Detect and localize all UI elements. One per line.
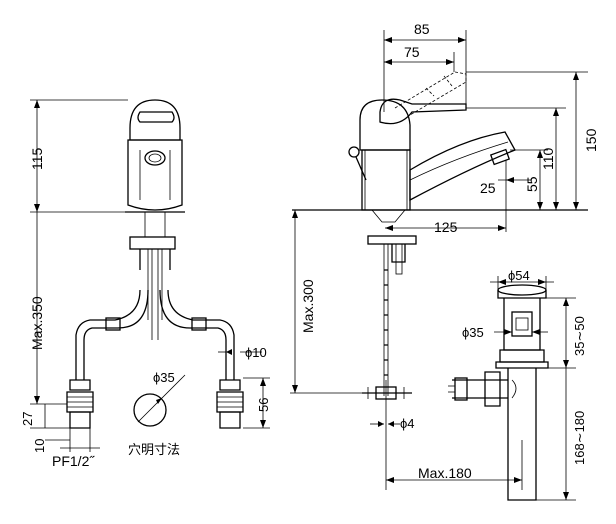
dim-phi4: ϕ4 xyxy=(400,416,415,431)
dim-pf-thread: PF1/2˝ xyxy=(52,453,95,469)
dim-115: 115 xyxy=(29,147,45,170)
dim-85: 85 xyxy=(414,21,430,37)
dim-125: 125 xyxy=(434,219,458,235)
dim-55: 55 xyxy=(524,176,540,192)
dim-phi10: ϕ10 xyxy=(245,345,267,360)
side-view-dimensions xyxy=(290,30,588,501)
hole-size-label: 穴明寸法 xyxy=(128,442,180,457)
dim-max-350: Max.350 xyxy=(29,296,45,350)
dim-phi35-drain: ϕ35 xyxy=(462,325,484,340)
dim-max-180: Max.180 xyxy=(418,465,472,481)
dim-75: 75 xyxy=(404,44,420,60)
dim-110: 110 xyxy=(540,147,556,170)
side-view-faucet xyxy=(292,71,588,501)
dim-phi54: ϕ54 xyxy=(508,268,530,283)
dimension-labels: 115 Max.350 27 10 PF1/2˝ ϕ10 56 ϕ35 穴明寸法… xyxy=(20,21,599,481)
dim-35-50: 35∼50 xyxy=(572,316,587,356)
dim-max-300: Max.300 xyxy=(300,279,316,333)
front-view-dimensions xyxy=(30,99,270,452)
dim-phi35-hole: ϕ35 xyxy=(153,370,175,385)
dim-25: 25 xyxy=(480,180,496,196)
dim-27: 27 xyxy=(20,412,35,426)
dim-150: 150 xyxy=(583,128,599,152)
dim-10: 10 xyxy=(32,439,47,453)
dim-168-180: 168∼180 xyxy=(572,411,587,465)
front-view-faucet xyxy=(66,99,244,429)
supply-line-links xyxy=(384,269,388,376)
dim-56: 56 xyxy=(256,398,271,412)
